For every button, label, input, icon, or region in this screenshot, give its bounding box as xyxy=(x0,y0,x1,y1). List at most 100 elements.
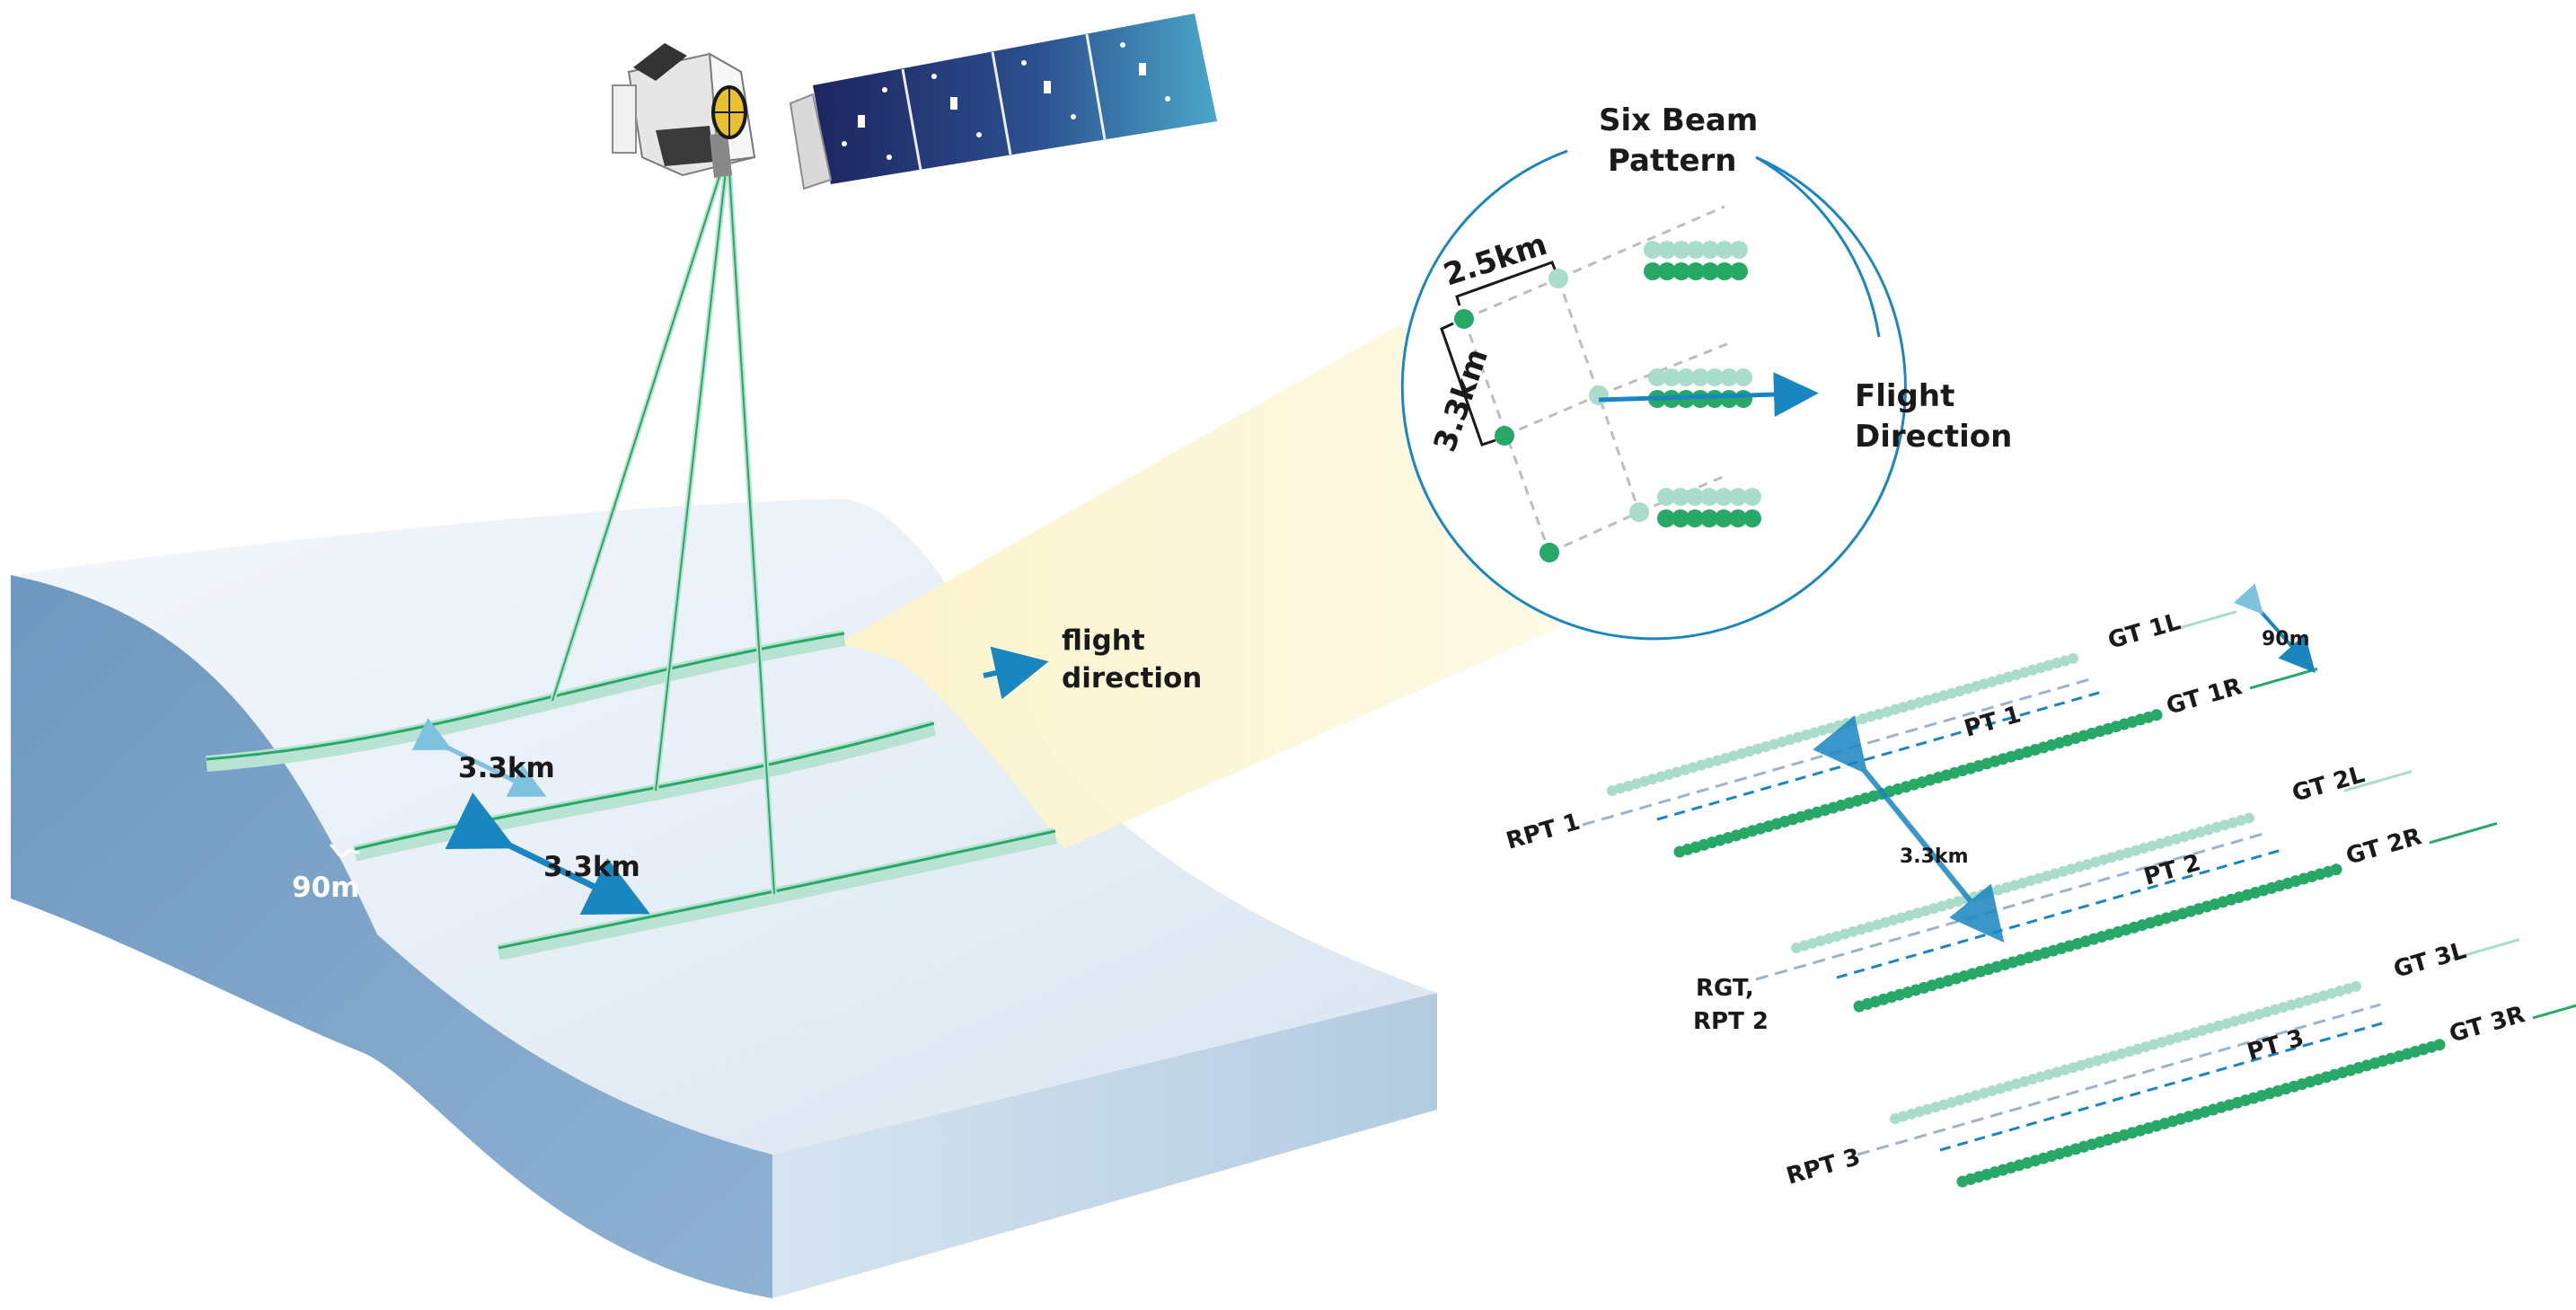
weak-beam-footprint xyxy=(2262,1006,2272,1018)
weak-beam-footprint xyxy=(2108,1050,2119,1062)
weak-beam-footprint xyxy=(1791,943,1802,953)
pair-spacing-arrow xyxy=(1813,715,2005,943)
weak-beam-footprint xyxy=(2058,865,2069,877)
weak-beam-footprint xyxy=(1647,774,1658,785)
weak-beam-footprint xyxy=(2035,662,2046,674)
weak-beam-footprint xyxy=(2027,1074,2038,1085)
ground-track-line-1 xyxy=(206,632,845,761)
weak-beam-footprint xyxy=(2197,1024,2208,1036)
inset-strong-pulse xyxy=(1743,509,1761,527)
inset-weak-pulse xyxy=(1672,488,1689,506)
weak-beam-footprint xyxy=(2219,819,2230,831)
weak-beam-footprint xyxy=(1930,692,1941,704)
weak-beam-footprint xyxy=(2043,659,2054,671)
inset-strong-pulse xyxy=(1657,509,1675,527)
inset-pulse-rows xyxy=(1644,241,1761,527)
weak-beam-footprint xyxy=(1785,734,1795,746)
weak-beam-footprint xyxy=(1946,687,1957,699)
weak-beam-footprint xyxy=(1680,764,1690,775)
weak-beam-footprint xyxy=(2228,817,2238,828)
weak-beam-footprint xyxy=(1744,746,1755,757)
ground-spacing: 3.3km 3.3km 90m xyxy=(292,717,650,916)
inset-flight-arrow xyxy=(1598,372,1819,418)
weak-beam-footprint xyxy=(2066,863,2077,875)
beam-spacing-label: 90m xyxy=(2262,628,2310,651)
weak-beam-footprint xyxy=(2060,655,2070,667)
track-diagram xyxy=(1582,610,2576,1188)
ground-spacing-label-1: 3.3km xyxy=(458,752,555,784)
ground-flight-label-line2: direction xyxy=(1062,662,1202,695)
weak-beam-footprint xyxy=(2203,824,2214,836)
weak-beam-footprint xyxy=(1631,778,1642,790)
weak-beam-footprint xyxy=(2114,849,2125,861)
weak-beam-footprint xyxy=(1720,752,1731,764)
inset-weak-pulse xyxy=(1715,488,1733,506)
inset-strong-pulse xyxy=(1644,262,1662,280)
laser-beams xyxy=(550,170,777,895)
weak-beam-footprint xyxy=(2082,859,2093,871)
weak-beam-footprint xyxy=(1799,940,1810,952)
weak-beam-footprint xyxy=(1946,1096,1957,1108)
six-beam-inset: Six Beam Pattern 2.5km 3.3km xyxy=(1400,102,2012,641)
weak-beam-footprint xyxy=(2245,1011,2256,1022)
inset-along-bracket xyxy=(1440,322,1496,447)
weak-beam-footprint xyxy=(1914,696,1925,708)
inset-strong-pulse xyxy=(1730,262,1748,280)
inset-flight-label-line1: Flight xyxy=(1855,378,1954,414)
weak-beam-footprint xyxy=(1954,1094,1965,1106)
weak-beam-footprint xyxy=(1663,768,1674,780)
inset-weak-pulse xyxy=(1716,241,1734,259)
strong-beam-footprint xyxy=(2433,1039,2446,1051)
weak-beam-footprint xyxy=(1979,1087,1989,1099)
weak-beam-footprint xyxy=(2294,996,2305,1008)
weak-beam-footprint xyxy=(2165,1034,2175,1046)
beam-spacing-arrow xyxy=(2233,583,2316,673)
inset-strong-pulse xyxy=(1701,262,1719,280)
inset-strong-pulse xyxy=(1687,262,1705,280)
weak-beam-footprint xyxy=(1752,743,1763,755)
weak-beam-footprint xyxy=(2019,1075,2030,1087)
weak-beam-footprint xyxy=(2351,980,2361,992)
inset-strong-pulse xyxy=(1734,390,1752,408)
weak-beam-footprint xyxy=(1704,757,1715,769)
weak-beam-footprint xyxy=(1890,704,1901,715)
ground-track-line-3 xyxy=(498,829,1056,950)
weak-beam-footprint xyxy=(2302,995,2313,1006)
strong-beam-footprint xyxy=(2330,863,2342,876)
weak-beam-footprint xyxy=(1938,1099,1949,1111)
weak-beam-footprint xyxy=(2189,1027,2200,1039)
inset-cross-bracket xyxy=(1455,261,1557,306)
label-gt2l: GT 2L xyxy=(2289,761,2368,808)
weak-beam-footprint xyxy=(1769,739,1779,750)
ground-spacing-arrow-2 xyxy=(445,792,650,916)
inset-weak-pulse xyxy=(1701,241,1719,259)
weak-beam-footprint xyxy=(1655,771,1666,783)
inset-weak-pulse xyxy=(1734,368,1752,386)
weak-beam-footprint xyxy=(2003,671,2014,683)
weak-beam-footprint xyxy=(2050,868,2060,880)
strong-beam-footprint xyxy=(2150,709,2163,721)
weak-beam-footprint xyxy=(2098,854,2109,865)
weak-beam-footprint xyxy=(2116,1048,2127,1059)
weak-beam-footprint xyxy=(2035,1071,2046,1083)
weak-beam-footprint xyxy=(1639,775,1650,787)
weak-beam-footprint xyxy=(2171,833,2182,845)
inset-weak-pulse xyxy=(1658,241,1676,259)
weak-beam-footprint xyxy=(1615,783,1626,794)
ground-spacing-label-2: 3.3km xyxy=(543,851,640,883)
inset-weak-pulse xyxy=(1663,368,1681,386)
weak-beam-footprint xyxy=(2033,872,2044,884)
inset-weak-pulse xyxy=(1644,241,1662,259)
weak-beam-footprint xyxy=(1906,699,1917,711)
weak-beam-footprint xyxy=(2140,1040,2151,1052)
pair-track xyxy=(1939,1021,2386,1152)
weak-beam-footprint xyxy=(1712,755,1723,766)
inset-light-cone xyxy=(840,323,1576,849)
label-rgt-line2: RPT 2 xyxy=(1693,1008,1769,1035)
inset-title-line2: Pattern xyxy=(1608,143,1737,179)
inset-weak-pulse xyxy=(1730,241,1748,259)
weak-beam-footprint xyxy=(2187,828,2198,840)
weak-beam-footprint xyxy=(2068,652,2078,664)
weak-beam-footprint xyxy=(1971,680,1981,692)
weak-beam-footprint xyxy=(2318,990,2329,1002)
